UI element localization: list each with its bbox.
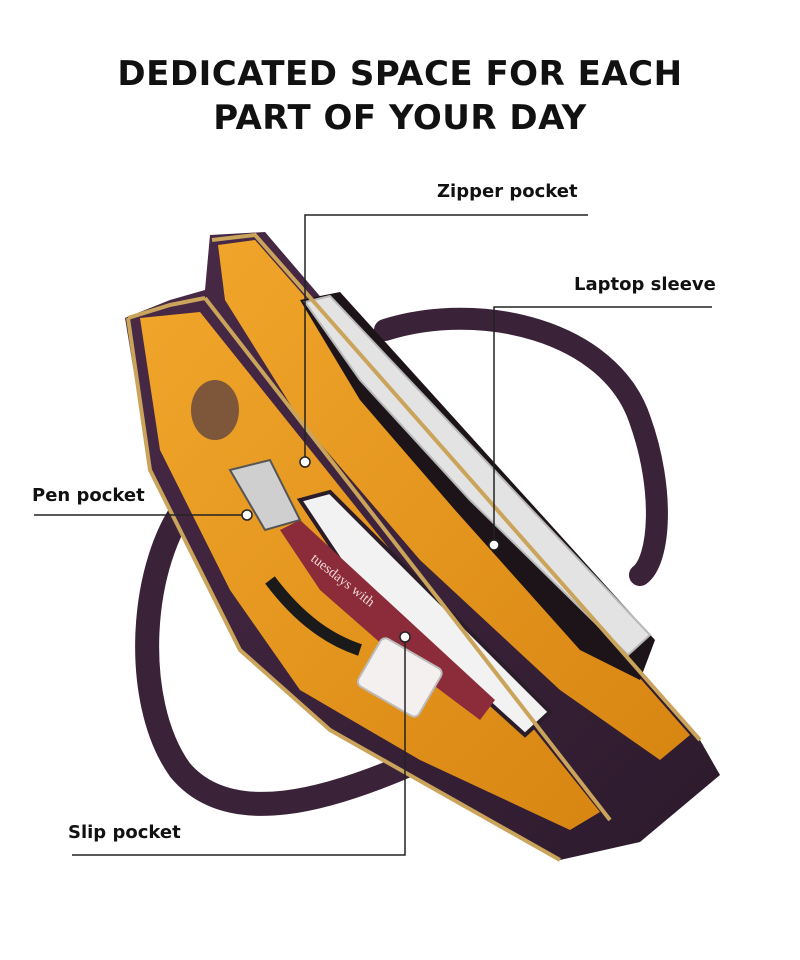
pens (228, 458, 302, 532)
marker-dots (241, 456, 500, 643)
callout-laptop-sleeve: Laptop sleeve (574, 274, 716, 295)
zipper-4 (126, 317, 561, 862)
laptop-sleeve-leader (493, 306, 712, 545)
slip-pocket-leader (72, 637, 406, 856)
callout-pen-pocket: Pen pocket (32, 485, 145, 506)
bottle (191, 380, 239, 440)
page-headline: DEDICATED SPACE FOR EACH PART OF YOUR DA… (0, 52, 800, 140)
zipper-pocket-marker (299, 456, 311, 468)
headline-line-1: DEDICATED SPACE FOR EACH (117, 54, 683, 94)
callout-zipper-pocket: Zipper pocket (437, 181, 578, 202)
headline-line-2: PART OF YOUR DAY (213, 98, 587, 138)
zipper-pocket-leader (304, 214, 588, 462)
zipper-1 (127, 296, 206, 320)
zipper-3 (203, 296, 612, 822)
zipper-2 (211, 232, 702, 742)
leader-lines (34, 214, 712, 856)
laptop-sleeve-marker (488, 539, 500, 551)
front-handle (135, 488, 432, 816)
back-handle (374, 307, 668, 586)
cable (265, 576, 362, 656)
callout-slip-pocket: Slip pocket (68, 822, 181, 843)
charger (356, 637, 443, 718)
slip-pocket-marker (399, 631, 411, 643)
pen-pocket-marker (241, 509, 253, 521)
laptop (303, 294, 652, 657)
